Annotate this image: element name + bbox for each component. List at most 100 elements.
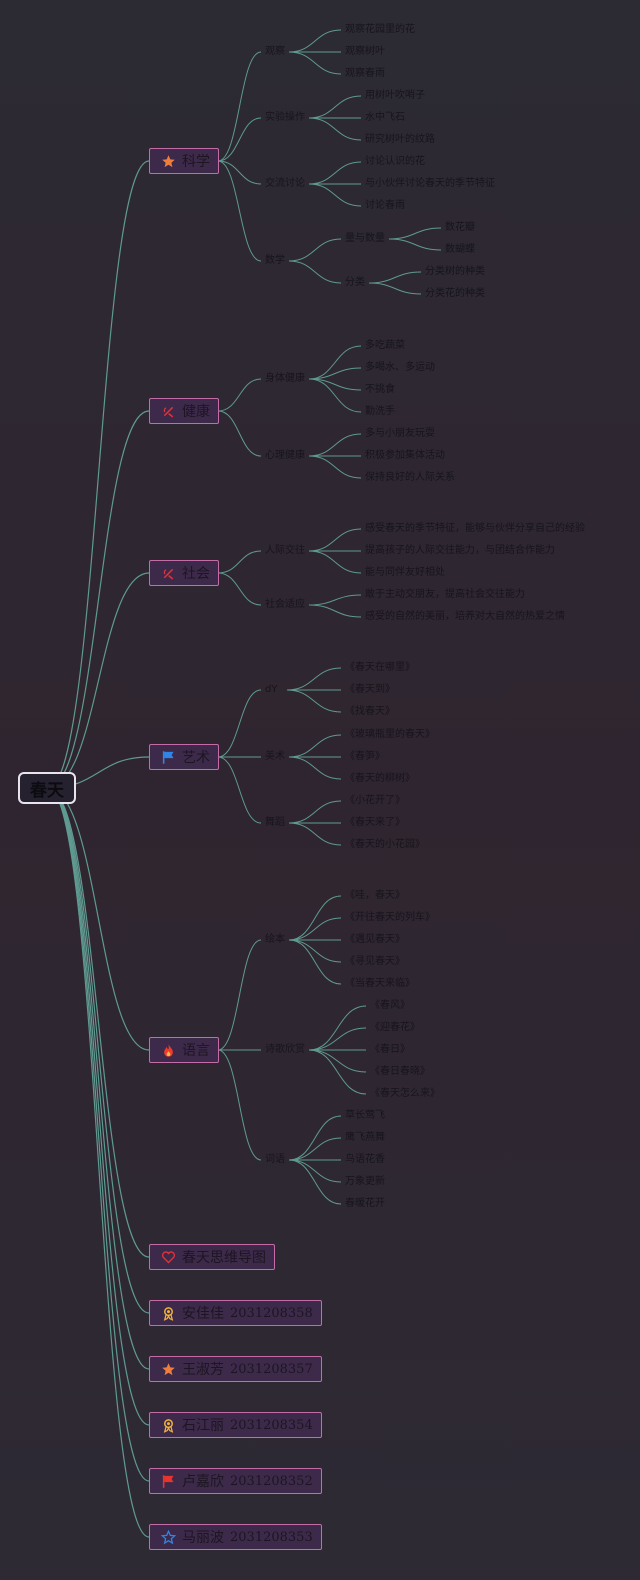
connector-line xyxy=(217,572,262,606)
leaf-label[interactable]: 能与同伴友好相处 xyxy=(365,567,445,578)
leaf-label[interactable]: 数蝴蝶 xyxy=(445,244,475,255)
leaf-label[interactable]: 鸟语花香 xyxy=(345,1154,385,1165)
leaf-label[interactable]: 《春日》 xyxy=(370,1044,410,1055)
leaf-label[interactable]: 《寻见春天》 xyxy=(345,956,405,967)
connector-line xyxy=(217,160,262,262)
leaf-label[interactable]: 提高孩子的人际交往能力，与团结合作能力 xyxy=(365,545,555,556)
leaf-label[interactable]: 数花瓣 xyxy=(445,222,475,233)
branch-node[interactable]: 社会 xyxy=(149,560,219,586)
branch-label: 健康 xyxy=(182,404,210,420)
subtopic-label[interactable]: 量与数量 xyxy=(345,233,385,244)
branch-label: 石江丽 xyxy=(182,1418,224,1434)
leaf-label[interactable]: 感受春天的季节特征，能够与伙伴分享自己的经验 xyxy=(365,523,585,534)
leaf-label[interactable]: 草长莺飞 xyxy=(345,1110,385,1121)
leaf-label[interactable]: 多喝水、多运动 xyxy=(365,362,435,373)
leaf-label[interactable]: 用树叶吹哨子 xyxy=(365,90,425,101)
leaf-label[interactable]: 不挑食 xyxy=(365,384,395,395)
connector-line xyxy=(288,51,342,75)
leaf-label[interactable]: 《小花开了》 xyxy=(345,795,405,806)
star-icon xyxy=(160,153,176,169)
leaf-label[interactable]: 观察树叶 xyxy=(345,46,385,57)
connector-line xyxy=(308,378,362,413)
leaf-label[interactable]: 与小伙伴讨论春天的季节特征 xyxy=(365,178,495,189)
branch-node[interactable]: 艺术 xyxy=(149,744,219,770)
leaf-label[interactable]: 《遇见春天》 xyxy=(345,934,405,945)
connector-line xyxy=(217,378,262,412)
leaf-label[interactable]: 《找春天》 xyxy=(345,706,395,717)
leaf-label[interactable]: 《哇，春天》 xyxy=(345,890,405,901)
subtopic-label[interactable]: 数学 xyxy=(265,255,285,266)
branch-label: 安佳佳 xyxy=(182,1306,224,1322)
leaf-label[interactable]: 鹰飞燕舞 xyxy=(345,1132,385,1143)
subtopic-label[interactable]: 诗歌欣赏 xyxy=(265,1044,305,1055)
leaf-label[interactable]: 观察春雨 xyxy=(345,68,385,79)
leaf-label[interactable]: 《春天的柳树》 xyxy=(345,773,415,784)
leaf-label[interactable]: 《春笋》 xyxy=(345,751,385,762)
subtopic-label[interactable]: 观察 xyxy=(265,46,285,57)
subtopic-label[interactable]: 人际交往 xyxy=(265,545,305,556)
connector-line xyxy=(217,410,262,457)
branch-node[interactable]: 春天思维导图 xyxy=(149,1244,275,1270)
leaf-label[interactable]: 《开往春天的列车》 xyxy=(345,912,435,923)
subtopic-label[interactable]: 心理健康 xyxy=(265,450,305,461)
leaf-label[interactable]: 春暖花开 xyxy=(345,1198,385,1209)
subtopic-label[interactable]: 分类 xyxy=(345,277,365,288)
subtopic-label[interactable]: dY xyxy=(265,684,278,695)
connector-line xyxy=(288,1159,342,1205)
branch-node[interactable]: 健康 xyxy=(149,398,219,424)
leaf-label[interactable]: 万象更新 xyxy=(345,1176,385,1187)
leaf-label[interactable]: 讨论春雨 xyxy=(365,200,405,211)
connector-line xyxy=(308,95,362,119)
leaf-label[interactable]: 分类树的种类 xyxy=(425,266,485,277)
leaf-label[interactable]: 勤洗手 xyxy=(365,406,395,417)
leaf-label[interactable]: 《春天的小花园》 xyxy=(345,839,425,850)
subtopic-label[interactable]: 交流讨论 xyxy=(265,178,305,189)
leaf-label[interactable]: 多吃蔬菜 xyxy=(365,340,405,351)
connector-line xyxy=(288,822,342,846)
leaf-label[interactable]: 讨论认识的花 xyxy=(365,156,425,167)
subtopic-label[interactable]: 绘本 xyxy=(265,934,285,945)
leaf-label[interactable]: 《迎春花》 xyxy=(370,1022,420,1033)
leaf-label[interactable]: 《春天来了》 xyxy=(345,817,405,828)
leaf-label[interactable]: 《春天在哪里》 xyxy=(345,662,415,673)
flag-icon xyxy=(160,1473,176,1489)
connector-line xyxy=(47,572,150,789)
leaf-label[interactable]: 《当春天来临》 xyxy=(345,978,415,989)
leaf-label[interactable]: 积极参加集体活动 xyxy=(365,450,445,461)
leaf-label[interactable]: 多与小朋友玩耍 xyxy=(365,428,435,439)
branch-node[interactable]: 科学 xyxy=(149,148,219,174)
leaf-label[interactable]: 《春天到》 xyxy=(345,684,395,695)
leaf-label[interactable]: 研究树叶的纹路 xyxy=(365,134,435,145)
connector-line xyxy=(47,787,150,1370)
leaf-label[interactable]: 敢于主动交朋友，提高社会交往能力 xyxy=(365,589,525,600)
leaf-label[interactable]: 《春风》 xyxy=(370,1000,410,1011)
leaf-label[interactable]: 分类花的种类 xyxy=(425,288,485,299)
connector-line xyxy=(308,455,362,479)
subtopic-label[interactable]: 美术 xyxy=(265,751,285,762)
connector-line xyxy=(308,367,362,380)
connector-line xyxy=(288,238,342,262)
root-node[interactable]: 春天 xyxy=(18,772,76,804)
leaf-label[interactable]: 《玻璃瓶里的春天》 xyxy=(345,729,435,740)
subtopic-label[interactable]: 词语 xyxy=(265,1154,285,1165)
leaf-label[interactable]: 水中飞石 xyxy=(365,112,405,123)
leaf-label[interactable]: 《春天怎么来》 xyxy=(370,1088,440,1099)
connector-line xyxy=(47,787,150,1314)
leaf-label[interactable]: 观察花园里的花 xyxy=(345,24,415,35)
subtopic-label[interactable]: 实验操作 xyxy=(265,112,305,123)
leaf-label[interactable]: 感受的自然的美丽，培养对大自然的热爱之情 xyxy=(365,611,565,622)
subtopic-label[interactable]: 社会适应 xyxy=(265,599,305,610)
branch-node[interactable]: 语言 xyxy=(149,1037,219,1063)
leaf-label[interactable]: 保持良好的人际关系 xyxy=(365,472,455,483)
leaf-label[interactable]: 《春日春晓》 xyxy=(370,1066,430,1077)
hammer-sickle-icon xyxy=(160,403,176,419)
subtopic-label[interactable]: 身体健康 xyxy=(265,373,305,384)
subtopic-label[interactable]: 舞蹈 xyxy=(265,817,285,828)
connector-line xyxy=(308,161,362,185)
